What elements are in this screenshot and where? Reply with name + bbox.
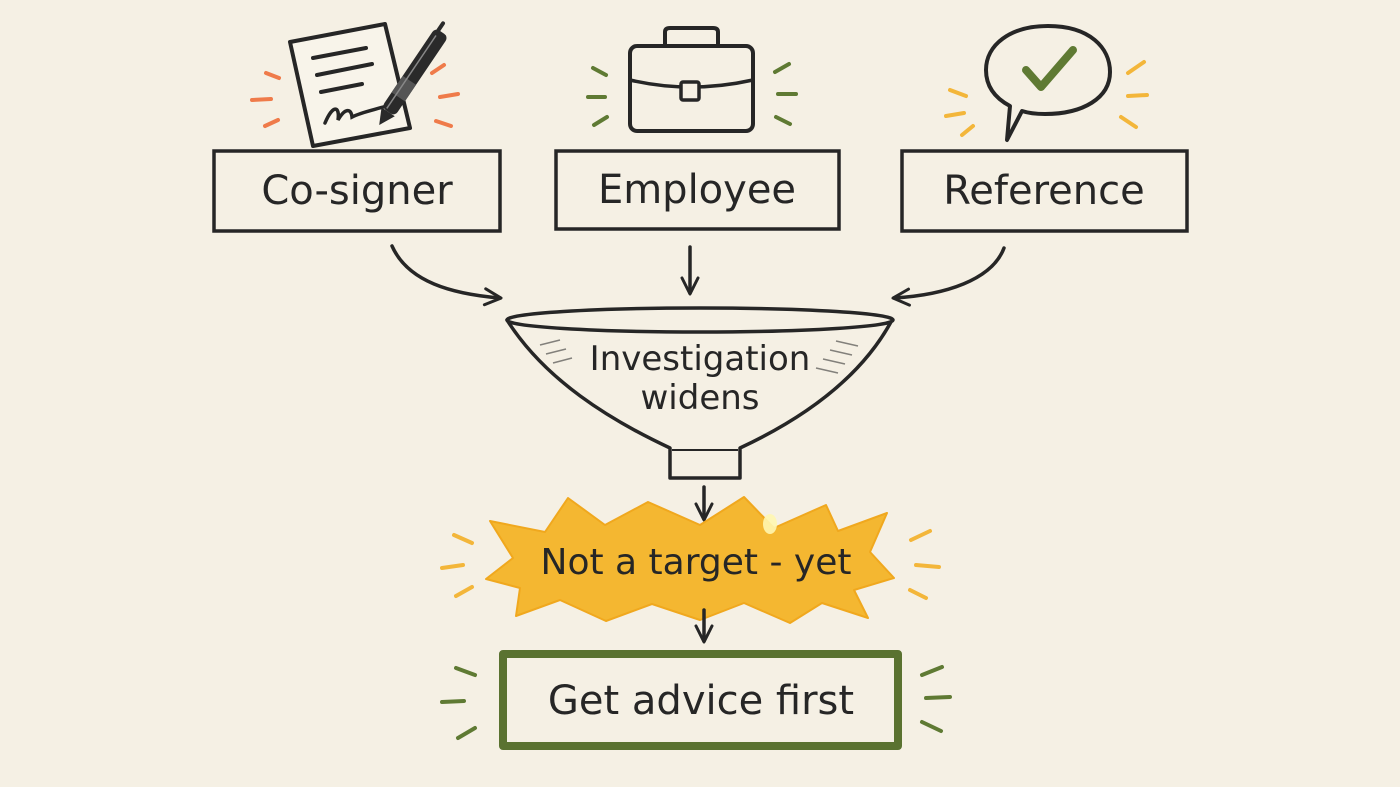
funnel-label-line1: Investigation (590, 339, 811, 379)
node-box (900, 149, 1189, 233)
signed-document-pen-icon (250, 21, 460, 148)
briefcase-clasp (679, 80, 701, 102)
icon-accent-rays-right (1119, 60, 1149, 129)
final-label: Get advice first (548, 678, 854, 724)
final-box (499, 650, 902, 750)
briefcase-handle (663, 26, 720, 47)
burst-not-a-target: Not a target - yet (440, 496, 941, 624)
node-cosigner: Co-signer (212, 149, 502, 233)
icon-accent-rays-right (430, 63, 460, 128)
node-label: Employee (598, 167, 796, 213)
funnel: Investigation widens (505, 306, 895, 480)
funnel-label-line2: widens (640, 378, 759, 418)
signature-scribble (323, 103, 392, 125)
speech-bubble-checkmark-icon (944, 24, 1149, 142)
burst-shape (485, 496, 895, 624)
node-reference: Reference (900, 149, 1189, 233)
node-box (212, 149, 502, 233)
burst-accent-rays-right (908, 529, 941, 600)
arrow-reference-to-funnel (891, 246, 1006, 307)
node-label: Co-signer (261, 168, 453, 214)
briefcase-icon (586, 26, 798, 133)
node-get-advice-first: Get advice first (440, 650, 952, 750)
final-accent-rays-right (920, 665, 952, 733)
arrow-cosigner-to-funnel (390, 244, 503, 307)
document-lines (311, 46, 374, 94)
burst-accent-rays-left (440, 533, 474, 598)
burst-highlight (763, 514, 777, 534)
node-box (554, 149, 841, 231)
pen (379, 21, 447, 126)
funnel-hatching (539, 339, 859, 374)
briefcase-body (628, 44, 755, 133)
speech-bubble (984, 24, 1112, 142)
icon-accent-rays-left (944, 88, 975, 137)
icon-accent-rays-left (586, 66, 609, 127)
node-employee: Employee (554, 149, 841, 231)
icon-accent-rays-left (250, 71, 281, 128)
icon-accent-rays-right (773, 62, 798, 126)
node-label: Reference (943, 168, 1144, 214)
final-accent-rays-left (440, 666, 477, 740)
checkmark (1022, 46, 1077, 91)
burst-label: Not a target - yet (541, 542, 852, 583)
funnel-rim (505, 306, 895, 334)
